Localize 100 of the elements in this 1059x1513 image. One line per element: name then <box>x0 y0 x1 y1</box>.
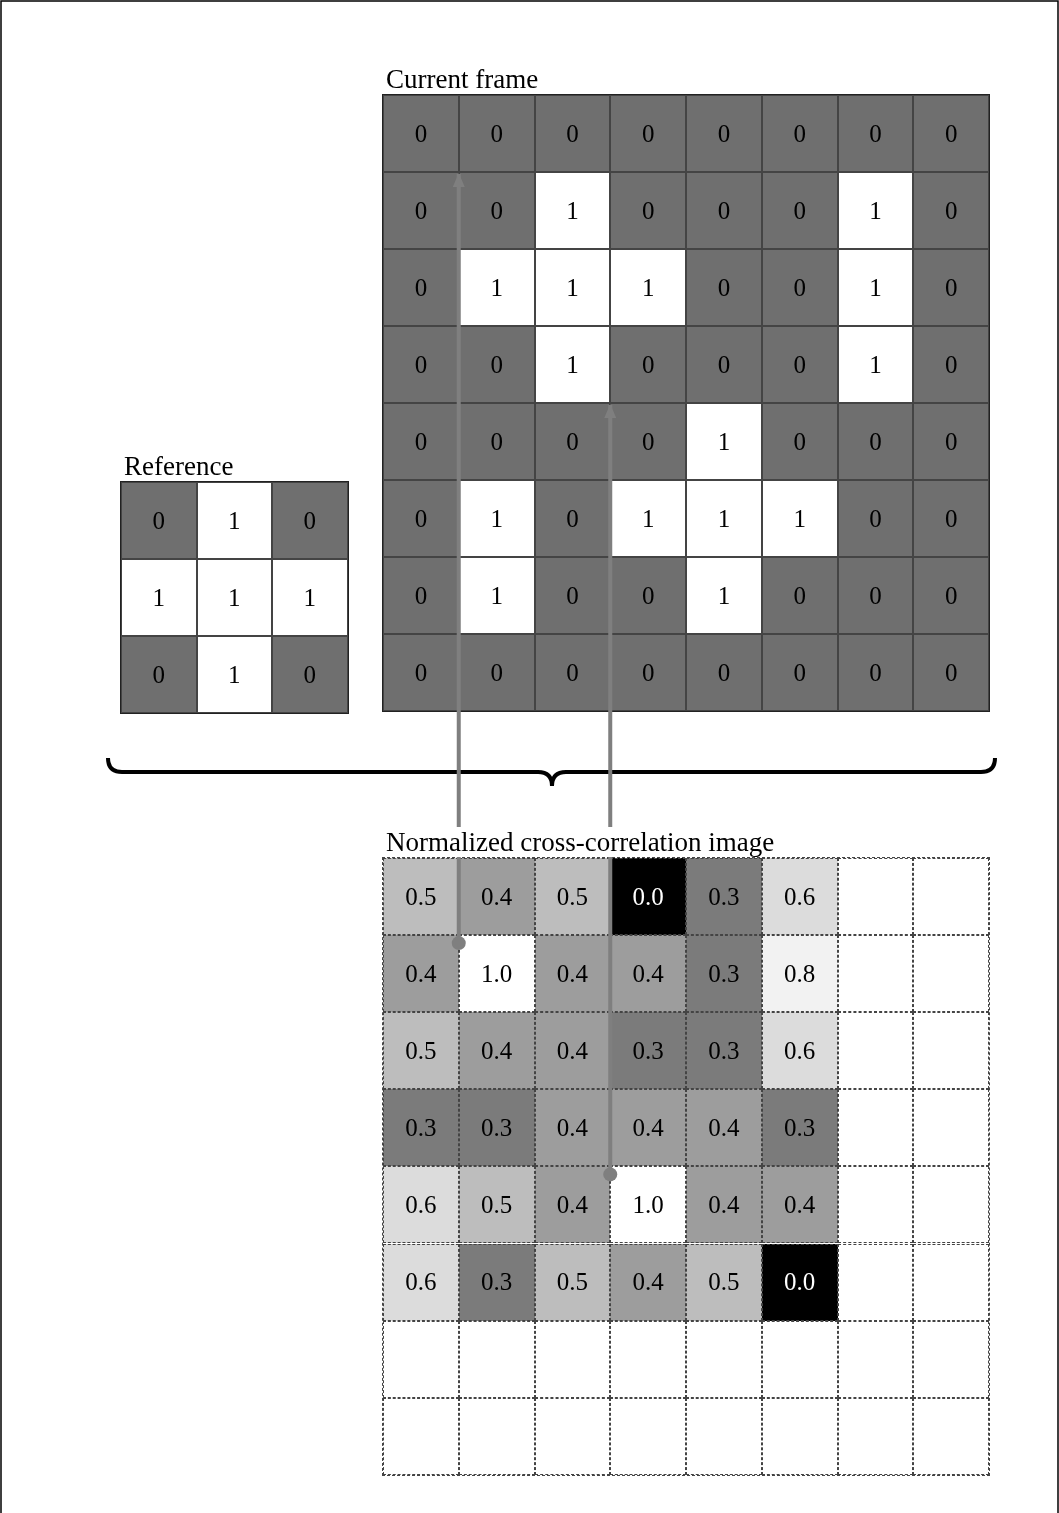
correlation-cell: 0.6 <box>383 1243 459 1321</box>
pixel-cell: 0 <box>610 172 686 249</box>
pixel-cell: 0 <box>383 403 459 480</box>
pixel-cell: 1 <box>610 480 686 557</box>
pixel-cell: 1 <box>196 636 272 713</box>
correlation-cell: 0.3 <box>383 1089 459 1167</box>
correlation-cell: 0.3 <box>686 935 762 1013</box>
correlation-cell: 0.3 <box>458 1089 535 1167</box>
pixel-cell: 0 <box>383 172 459 249</box>
pixel-cell: 0 <box>610 403 686 480</box>
pixel-cell: 1 <box>686 557 762 634</box>
pixel-cell: 0 <box>610 95 686 172</box>
correlation-cell: 0.4 <box>534 1166 611 1244</box>
correlation-cell: 0.5 <box>383 858 459 936</box>
correlation-cell: 0.8 <box>761 935 838 1013</box>
correlation-cell: 0.4 <box>686 1166 762 1244</box>
pixel-cell: 0 <box>686 326 762 403</box>
pixel-cell: 0 <box>610 326 686 403</box>
pixel-cell: 0 <box>383 95 459 172</box>
correlation-cell: 0.3 <box>686 858 762 936</box>
pixel-cell: 1 <box>121 559 197 636</box>
correlation-cell: 0.4 <box>610 1089 686 1167</box>
correlation-cell: 0.6 <box>761 1012 838 1090</box>
pixel-cell: 0 <box>534 95 611 172</box>
pixel-cell: 0 <box>610 634 686 711</box>
pixel-cell: 0 <box>913 634 989 711</box>
pixel-cell: 0 <box>913 249 989 326</box>
pixel-cell: 1 <box>534 172 611 249</box>
pixel-cell: 0 <box>761 249 838 326</box>
correlation-cell: 0.3 <box>686 1012 762 1090</box>
correlation-cell: 0.3 <box>761 1089 838 1167</box>
pixel-cell: 1 <box>837 249 914 326</box>
pixel-cell: 1 <box>458 557 535 634</box>
pixel-cell: 0 <box>458 634 535 711</box>
pixel-cell: 0 <box>913 480 989 557</box>
pixel-cell: 0 <box>837 557 914 634</box>
pixel-cell: 0 <box>383 249 459 326</box>
correlation-cell: 0.4 <box>534 935 611 1013</box>
pixel-cell: 1 <box>761 480 838 557</box>
correlation-cell: 0.4 <box>686 1089 762 1167</box>
pixel-cell: 0 <box>761 95 838 172</box>
correlation-cell: 0.5 <box>458 1166 535 1244</box>
pixel-cell: 1 <box>534 249 611 326</box>
pixel-cell: 1 <box>686 480 762 557</box>
pixel-cell: 1 <box>196 559 272 636</box>
correlation-cell: 0.5 <box>534 1243 611 1321</box>
pixel-cell: 0 <box>761 403 838 480</box>
pixel-cell: 0 <box>534 480 611 557</box>
pixel-cell: 1 <box>837 172 914 249</box>
correlation-cell: 0.4 <box>761 1166 838 1244</box>
pixel-cell: 1 <box>610 249 686 326</box>
pixel-cell: 0 <box>458 403 535 480</box>
correlation-cell: 0.4 <box>534 1012 611 1090</box>
correlation-cell: 0.3 <box>458 1243 535 1321</box>
pixel-cell: 0 <box>686 172 762 249</box>
correlation-cell: 0.5 <box>686 1243 762 1321</box>
pixel-cell: 0 <box>761 172 838 249</box>
pixel-cell: 0 <box>913 326 989 403</box>
pixel-cell: 0 <box>913 172 989 249</box>
correlation-cell: 0.0 <box>610 858 686 936</box>
correlation-cell: 0.6 <box>761 858 838 936</box>
correlation-cell: 0.4 <box>534 1089 611 1167</box>
pixel-cell: 0 <box>458 172 535 249</box>
correlation-cell: 0.5 <box>534 858 611 936</box>
pixel-cell: 1 <box>837 326 914 403</box>
arrow <box>451 173 466 951</box>
pixel-cell: 0 <box>610 557 686 634</box>
pixel-cell: 0 <box>913 557 989 634</box>
correlation-cell: 1.0 <box>610 1166 686 1244</box>
pixel-cell: 0 <box>383 557 459 634</box>
correlation-cell: 0.0 <box>761 1243 838 1321</box>
arrow <box>603 404 618 1182</box>
pixel-cell: 0 <box>121 636 197 713</box>
pixel-cell: 1 <box>458 249 535 326</box>
pixel-cell: 0 <box>837 403 914 480</box>
pixel-cell: 0 <box>383 326 459 403</box>
correlation-cell: 0.3 <box>610 1012 686 1090</box>
pixel-cell: 0 <box>761 557 838 634</box>
correlation-cell: 0.4 <box>458 858 535 936</box>
correlation-cell: 0.4 <box>610 1243 686 1321</box>
pixel-cell: 0 <box>383 480 459 557</box>
grid-title: Normalized cross-correlation image <box>386 827 775 857</box>
pixel-cell: 0 <box>121 482 197 559</box>
pixel-cell: 0 <box>686 249 762 326</box>
correlation-cell: 0.4 <box>458 1012 535 1090</box>
pixel-cell: 1 <box>686 403 762 480</box>
correlation-cell: 1.0 <box>458 935 535 1013</box>
pixel-cell: 1 <box>196 482 272 559</box>
correlation-cell: 0.5 <box>383 1012 459 1090</box>
pixel-cell: 0 <box>837 634 914 711</box>
pixel-cell: 0 <box>686 634 762 711</box>
pixel-cell: 0 <box>383 634 459 711</box>
pixel-cell: 0 <box>761 634 838 711</box>
pixel-cell: 0 <box>534 557 611 634</box>
pixel-cell: 1 <box>458 480 535 557</box>
pixel-cell: 0 <box>686 95 762 172</box>
pixel-cell: 0 <box>913 403 989 480</box>
pixel-cell: 0 <box>761 326 838 403</box>
pixel-cell: 0 <box>837 95 914 172</box>
pixel-cell: 0 <box>458 95 535 172</box>
